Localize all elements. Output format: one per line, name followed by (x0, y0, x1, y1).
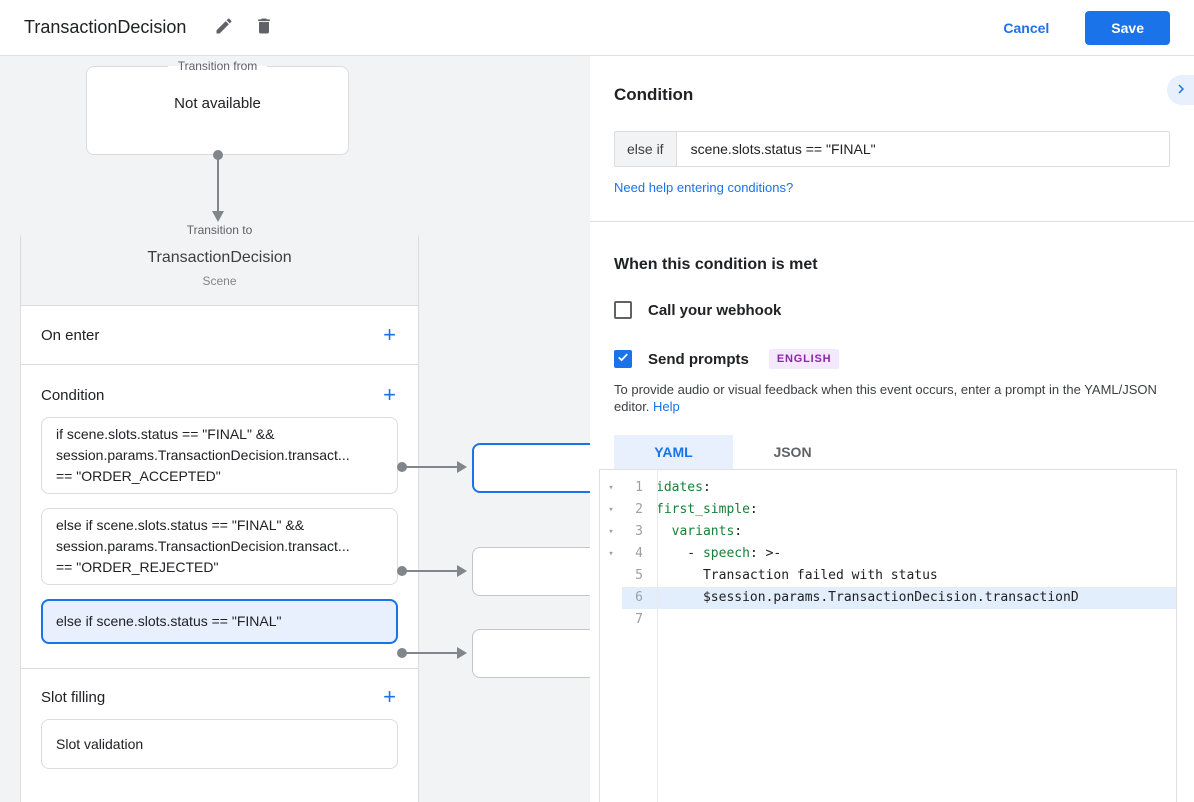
add-slot-button[interactable]: + (383, 684, 396, 709)
code-text (650, 609, 656, 631)
prompt-hint-text: To provide audio or visual feedback when… (614, 381, 1170, 415)
transition-from-node: Transition from Not available (86, 59, 349, 155)
line-number: 5 (635, 568, 643, 583)
code-text: variants: (671, 524, 743, 539)
code-text: idates: (656, 480, 711, 495)
slot-filling-label: Slot filling (41, 688, 106, 706)
code-text: $session.params.TransactionDecision.tran… (656, 590, 1079, 605)
condition-card-final-selected[interactable]: else if scene.slots.status == "FINAL" (41, 599, 398, 644)
editor-line: ▾ 1 idates: (600, 477, 1176, 499)
edit-scene-button[interactable] (208, 12, 240, 44)
check-icon (616, 350, 630, 369)
code-text: Transaction failed with status (656, 568, 938, 583)
scene-diagram-canvas: Transition from Not available Transition… (0, 56, 1194, 802)
line-number: 2 (635, 502, 643, 517)
delete-scene-button[interactable] (248, 12, 280, 44)
add-condition-button[interactable]: + (383, 382, 396, 407)
top-bar: TransactionDecision Cancel Save (0, 0, 1194, 56)
panel-divider (590, 221, 1194, 222)
main-area: Transition from Not available Transition… (0, 56, 1194, 802)
editor-line: ▾ 2 first_simple: (600, 499, 1176, 521)
condition-text-line: else if scene.slots.status == "FINAL" && (56, 517, 305, 533)
save-button[interactable]: Save (1085, 10, 1170, 45)
line-number: 3 (635, 524, 643, 539)
fold-toggle-icon (600, 565, 622, 587)
slot-filling-row: Slot filling + (21, 669, 418, 719)
transition-to-legend: Transition to (186, 223, 253, 237)
language-badge: ENGLISH (768, 349, 840, 369)
webhook-row: Call your webhook (614, 301, 1170, 319)
tab-yaml[interactable]: YAML (614, 435, 733, 469)
transition-from-value: Not available (174, 95, 261, 112)
when-condition-heading: When this condition is met (614, 256, 818, 273)
collapse-panel-button[interactable] (1167, 75, 1194, 105)
prompt-hint-body: To provide audio or visual feedback when… (614, 382, 1157, 414)
cancel-button[interactable]: Cancel (1003, 19, 1050, 36)
line-number: 1 (635, 480, 643, 495)
condition-text-line: == "ORDER_REJECTED" (56, 559, 219, 575)
condition-text-line: session.params.TransactionDecision.trans… (56, 538, 350, 554)
condition-expression-input[interactable] (676, 132, 1169, 166)
fold-toggle-icon[interactable]: ▾ (608, 549, 614, 559)
transition-target-box[interactable] (472, 629, 612, 678)
editor-format-tabs: YAML JSON (614, 435, 1170, 469)
fold-toggle-icon[interactable]: ▾ (608, 483, 614, 493)
editor-line-active: 6 $session.params.TransactionDecision.tr… (600, 587, 1176, 609)
line-number: 4 (635, 546, 643, 561)
conditions-help-link[interactable]: Need help entering conditions? (614, 180, 794, 195)
code-text: first_simple: (656, 502, 758, 517)
transition-from-legend: Transition from (177, 59, 258, 73)
pencil-icon (214, 16, 234, 39)
condition-section: Condition + if scene.slots.status == "FI… (21, 365, 418, 669)
condition-card-order-rejected[interactable]: else if scene.slots.status == "FINAL" &&… (41, 508, 398, 585)
editor-line: 7 (600, 609, 1176, 631)
code-text: - speech: >- (656, 546, 782, 561)
editor-line: ▾ 4 - speech: >- (600, 543, 1176, 565)
call-webhook-label: Call your webhook (648, 301, 782, 319)
condition-text-line: session.params.TransactionDecision.trans… (56, 447, 350, 463)
tab-json[interactable]: JSON (773, 444, 812, 460)
condition-text-line: else if scene.slots.status == "FINAL" (56, 613, 282, 629)
prompt-help-link[interactable]: Help (653, 399, 680, 414)
send-prompts-checkbox[interactable] (614, 350, 632, 368)
condition-expression-field: else if (614, 131, 1170, 167)
condition-detail-panel: Condition else if Need help entering con… (590, 56, 1194, 802)
line-number: 6 (635, 590, 643, 605)
fold-toggle-icon[interactable]: ▾ (608, 505, 614, 515)
line-number: 7 (635, 612, 643, 627)
editor-line: 5 Transaction failed with status (600, 565, 1176, 587)
chevron-right-icon (1172, 80, 1190, 101)
condition-text-line: == "ORDER_ACCEPTED" (56, 468, 221, 484)
condition-card-order-accepted[interactable]: if scene.slots.status == "FINAL" && sess… (41, 417, 398, 494)
transition-to-node: Transition to TransactionDecision Scene … (20, 223, 419, 802)
send-prompts-label: Send prompts (648, 350, 749, 368)
page-title: TransactionDecision (24, 17, 187, 37)
panel-heading: Condition (614, 85, 694, 104)
add-on-enter-button[interactable]: + (383, 322, 396, 347)
yaml-code-editor[interactable]: ▾ 1 idates: ▾ 2 first_simple: ▾ 3 variants: ▾… (599, 469, 1177, 802)
editor-line: ▾ 3 variants: (600, 521, 1176, 543)
condition-label: Condition (41, 386, 105, 404)
slot-validation-card[interactable]: Slot validation (41, 719, 398, 769)
condition-prefix-label: else if (615, 132, 677, 166)
send-prompts-row: Send prompts ENGLISH (614, 349, 1170, 369)
scene-header: TransactionDecision Scene (21, 228, 418, 306)
fold-toggle-icon (600, 609, 622, 631)
trash-icon (254, 16, 274, 39)
on-enter-row: On enter + (21, 306, 418, 365)
scene-title: TransactionDecision (147, 249, 292, 266)
fold-toggle-icon[interactable]: ▾ (608, 527, 614, 537)
scene-subtitle: Scene (202, 274, 237, 288)
on-enter-label: On enter (41, 326, 100, 344)
call-webhook-checkbox[interactable] (614, 301, 632, 319)
condition-text-line: if scene.slots.status == "FINAL" && (56, 426, 275, 442)
fold-toggle-icon (600, 587, 622, 609)
condition-head-row: Condition + (21, 365, 418, 417)
transition-target-box[interactable] (472, 547, 612, 596)
